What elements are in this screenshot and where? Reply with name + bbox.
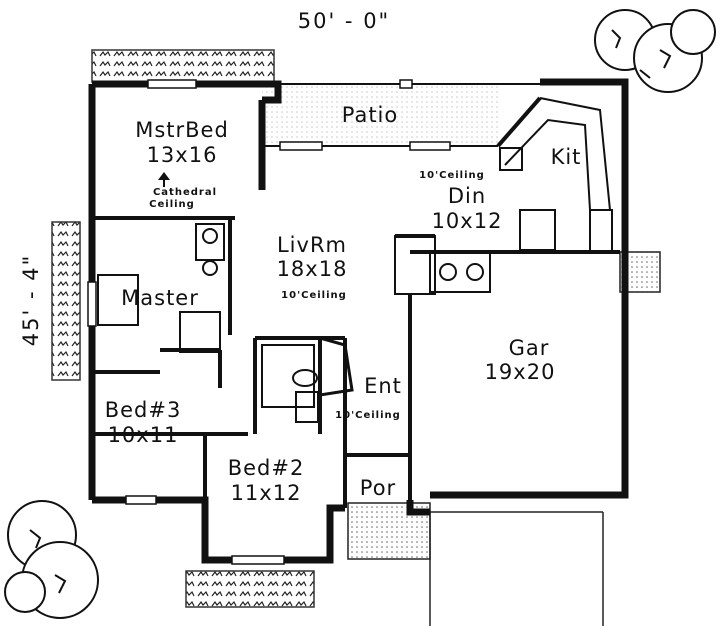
master-bed-label: MstrBed [135,118,229,142]
living-room-size: 18x18 [277,257,348,281]
tree-bottom-left [4,500,99,619]
living-ceiling-note: 10'Ceiling [281,290,347,301]
bed2-size: 11x12 [231,481,302,505]
entry-label: Ent [364,374,402,398]
tree-top-right [594,9,716,93]
living-room-label: LivRm [277,233,347,257]
driveway [429,511,604,626]
garage-label: Gar [509,336,550,360]
width-dimension: 50' - 0" [298,9,390,33]
master-bed-size: 13x16 [147,143,218,167]
kitchen-counters [394,97,613,295]
dining-label: Din [448,184,486,208]
patio-label: Patio [342,103,399,127]
cathedral-note-line2: Ceiling [149,199,195,210]
entry-ceiling-note: 10'Ceiling [335,410,401,421]
garage-size: 19x20 [485,360,556,384]
shrub-bed-top [91,49,275,83]
shrub-bed-left [51,221,81,381]
master-bath-label: Master [121,286,199,310]
cathedral-note-line1: Cathedral [153,187,217,198]
kitchen-label: Kit [551,145,582,169]
bed3-size: 10x11 [108,423,179,447]
cathedral-arrow [158,172,170,180]
porch-label: Por [360,476,396,500]
shrub-bed-bottom [185,570,315,608]
patio-slab [262,84,498,146]
bed3-label: Bed#3 [105,398,182,422]
fireplace [318,336,354,397]
dining-ceiling-note: 10'Ceiling [419,170,485,181]
bed2-label: Bed#2 [228,456,305,480]
bath-fixtures [97,223,319,423]
dining-size: 10x12 [432,209,503,233]
exterior-walls [88,78,629,564]
depth-dimension: 45' - 4" [19,254,43,346]
windows [87,79,451,565]
